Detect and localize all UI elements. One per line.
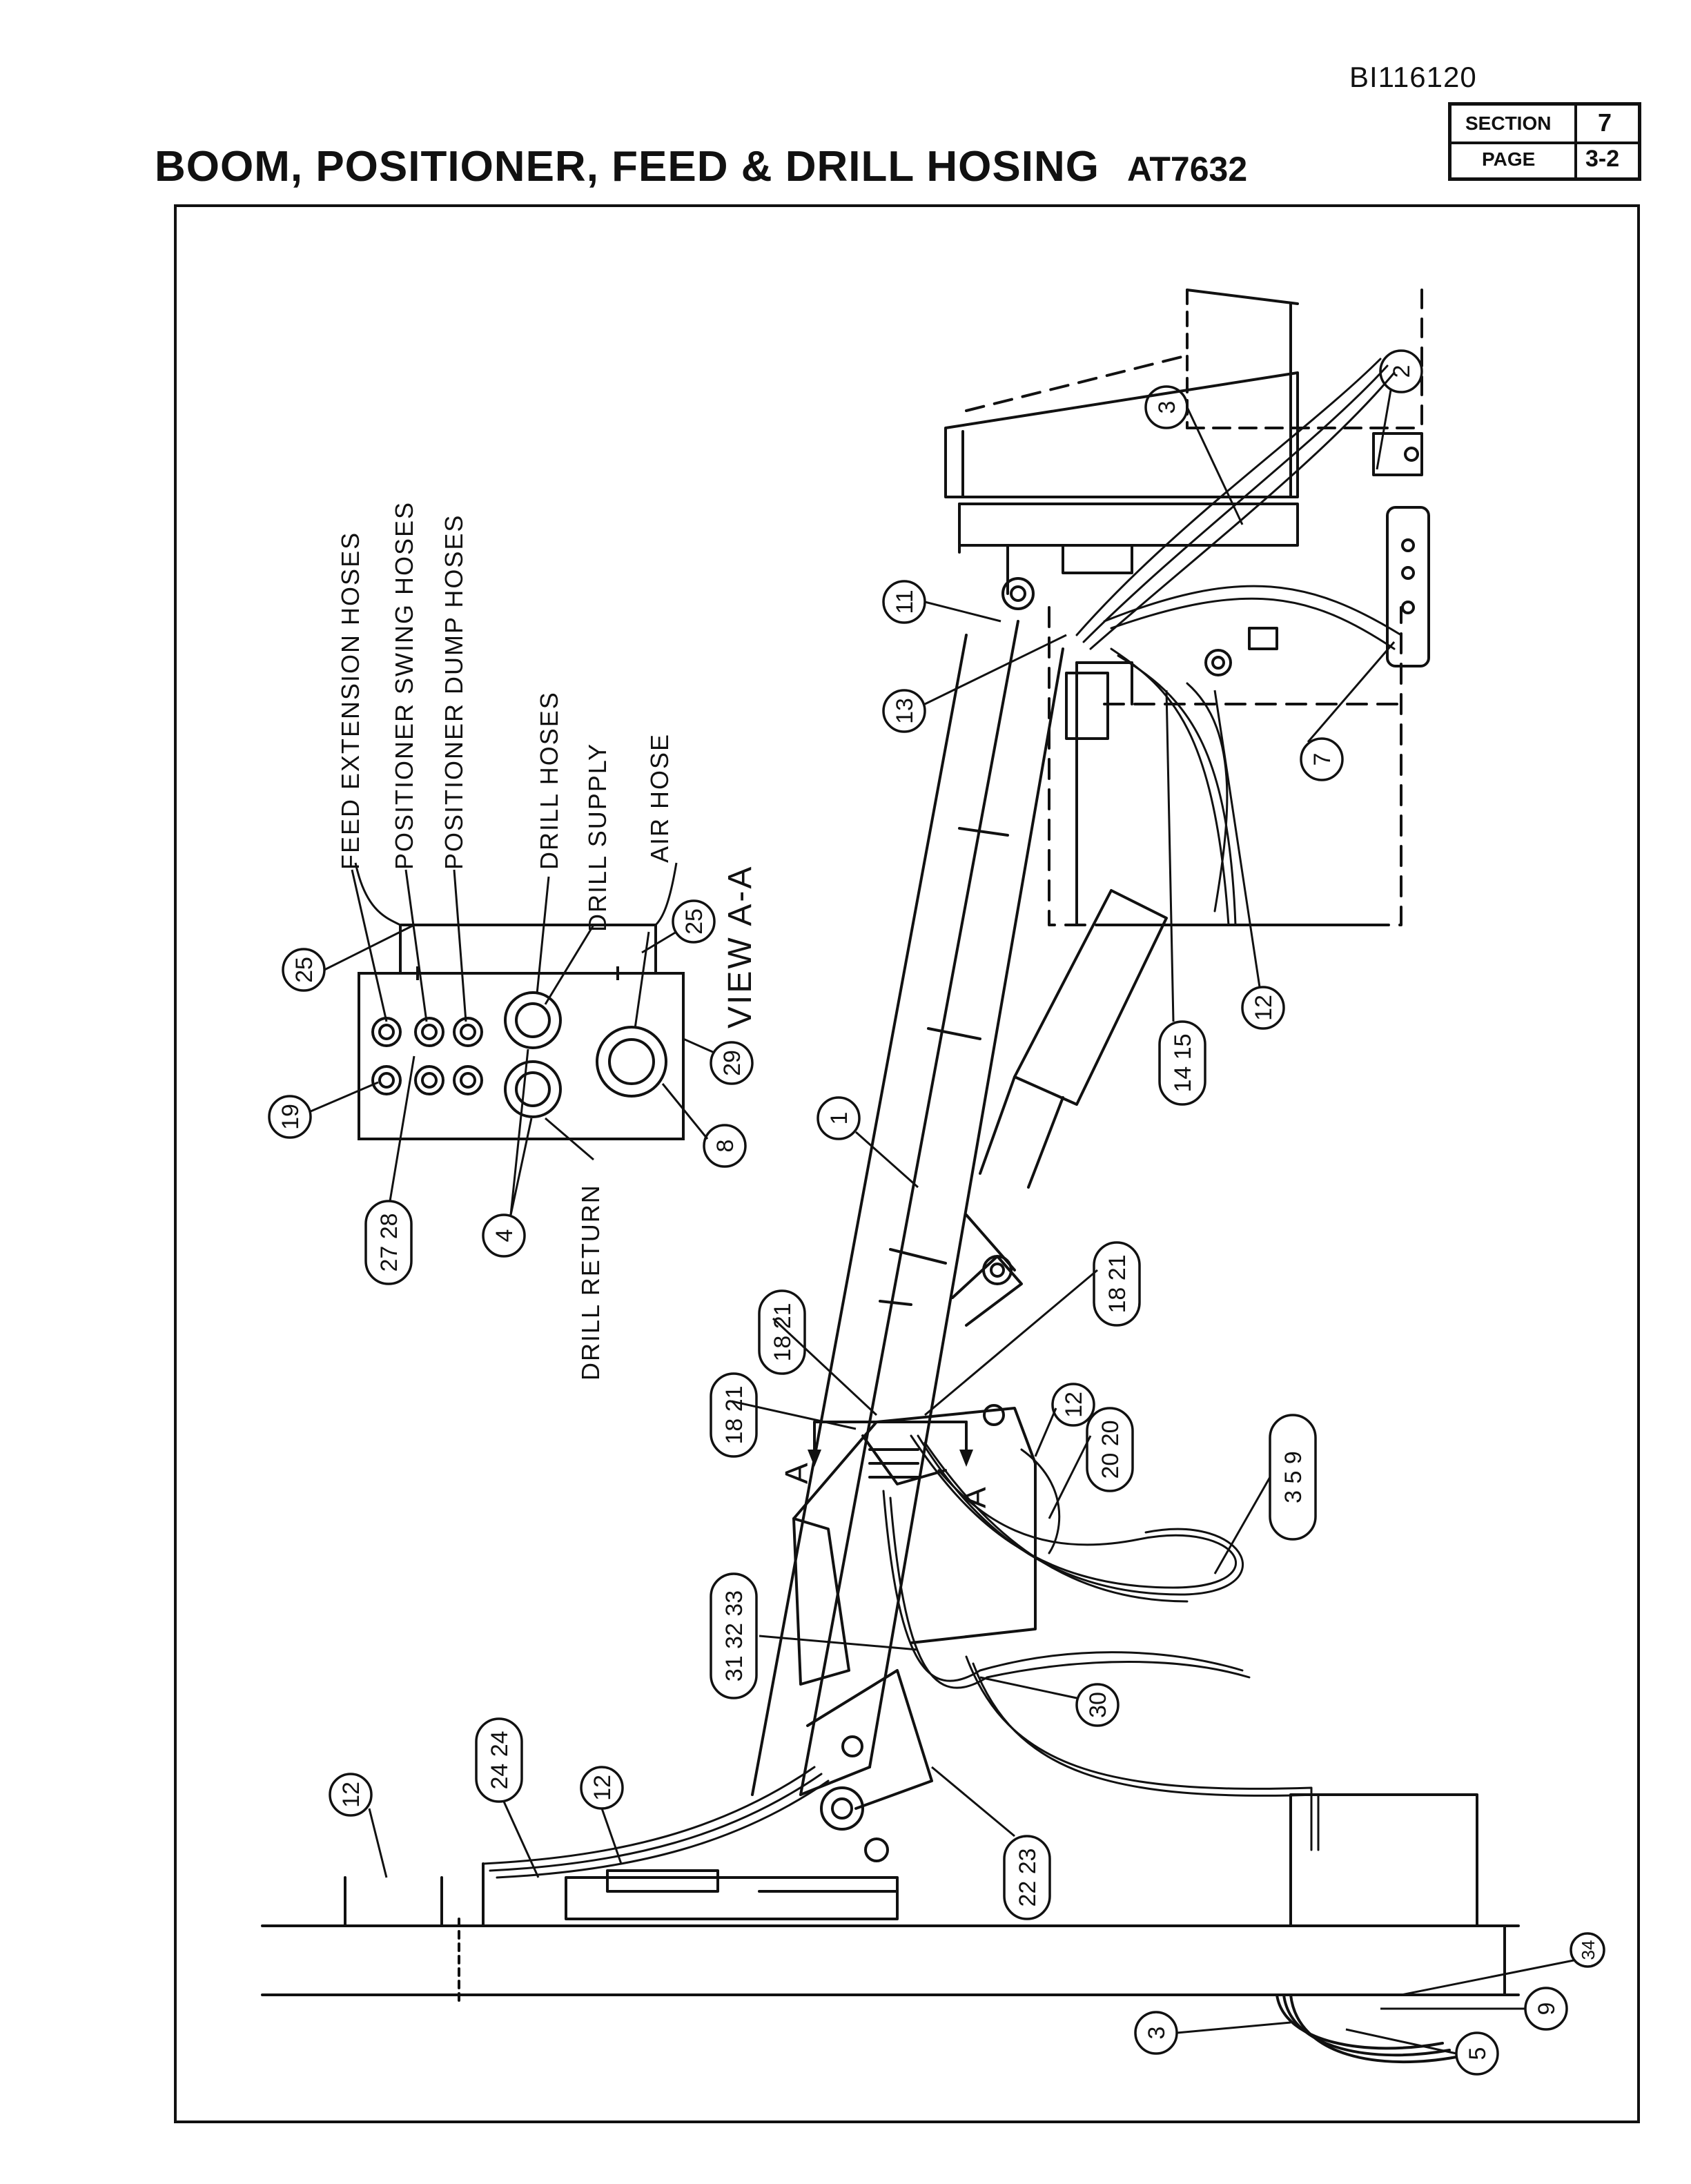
callout-12-c: 12 (589, 1775, 616, 1801)
callout-24-24: 24 24 (487, 1730, 513, 1789)
callout-19: 19 (277, 1104, 304, 1130)
callout-12-d: 12 (338, 1782, 364, 1808)
section-label: SECTION (1465, 113, 1552, 134)
callout-14-15: 14 15 (1170, 1033, 1196, 1092)
callout-22-23: 22 23 (1015, 1848, 1041, 1907)
fitting-row-top (371, 1017, 483, 1047)
callout-1: 1 (826, 1112, 852, 1125)
callout-18-21-b: 18 21 (770, 1303, 796, 1361)
callout-3-upper: 3 (1154, 401, 1180, 414)
callout-9: 9 (1534, 2002, 1560, 2016)
callout-11: 11 (892, 589, 918, 614)
page-value: 3-2 (1585, 146, 1620, 172)
callout-18-21-a: 18 21 (1104, 1254, 1131, 1313)
boom (751, 620, 1064, 1862)
section-marker-a-right: A (957, 1487, 993, 1508)
callout-18-21-c: 18 21 (721, 1385, 747, 1444)
callout-4: 4 (491, 1229, 518, 1242)
document-id: BI116120 (1349, 61, 1477, 93)
callout-7: 7 (1309, 753, 1336, 766)
callout-3-lower: 3 (1144, 2027, 1170, 2040)
label-air-hose: AIR HOSE (645, 733, 674, 863)
section-page-box: SECTION 7 PAGE 3-2 (1448, 102, 1641, 181)
diagram-frame (174, 204, 1640, 2123)
page-title: BOOM, POSITIONER, FEED & DRILL HOSING AT7… (155, 142, 1247, 191)
part-number: AT7632 (1126, 150, 1248, 188)
section-marker-a-left: A (779, 1463, 814, 1484)
callout-25-a: 25 (291, 957, 317, 983)
callout-27-28: 27 28 (376, 1213, 402, 1271)
callout-5: 5 (1465, 2047, 1491, 2060)
callout-31-32-33: 31 32 33 (721, 1590, 747, 1681)
manifold-block (792, 1404, 1037, 1644)
callout-25-b: 25 (681, 908, 707, 935)
callout-30: 30 (1085, 1692, 1111, 1718)
label-drill-supply: DRILL SUPPLY (583, 743, 612, 932)
page-label: PAGE (1482, 148, 1536, 170)
callout-34: 34 (1578, 1940, 1599, 1960)
positioner-cylinder (951, 889, 1168, 1327)
callout-29: 29 (719, 1050, 745, 1076)
callout-12-b: 12 (1061, 1392, 1087, 1418)
label-drill-hoses: DRILL HOSES (535, 691, 563, 870)
label-positioner-dump-hoses: POSITIONER DUMP HOSES (440, 514, 468, 870)
section-value: 7 (1598, 108, 1612, 137)
callout-2: 2 (1389, 365, 1415, 378)
label-feed-extension-hoses: FEED EXTENSION HOSES (336, 532, 364, 870)
fitting-row-bottom (371, 1065, 483, 1095)
lower-rail (261, 1793, 1520, 2064)
title-text: BOOM, POSITIONER, FEED & DRILL HOSING (155, 143, 1099, 191)
label-positioner-swing-hoses: POSITIONER SWING HOSES (390, 501, 418, 870)
hose-bundle (482, 358, 1402, 1879)
callout-3-5-9: 3 5 9 (1280, 1451, 1307, 1503)
callout-8: 8 (712, 1140, 739, 1153)
view-a-a-label: VIEW A-A (722, 865, 759, 1028)
label-drill-return: DRILL RETURN (576, 1184, 605, 1381)
callout-20-20: 20 20 (1097, 1420, 1124, 1479)
positioner-housing (1048, 432, 1430, 926)
callout-12-a: 12 (1251, 995, 1277, 1021)
callout-13: 13 (892, 698, 918, 724)
